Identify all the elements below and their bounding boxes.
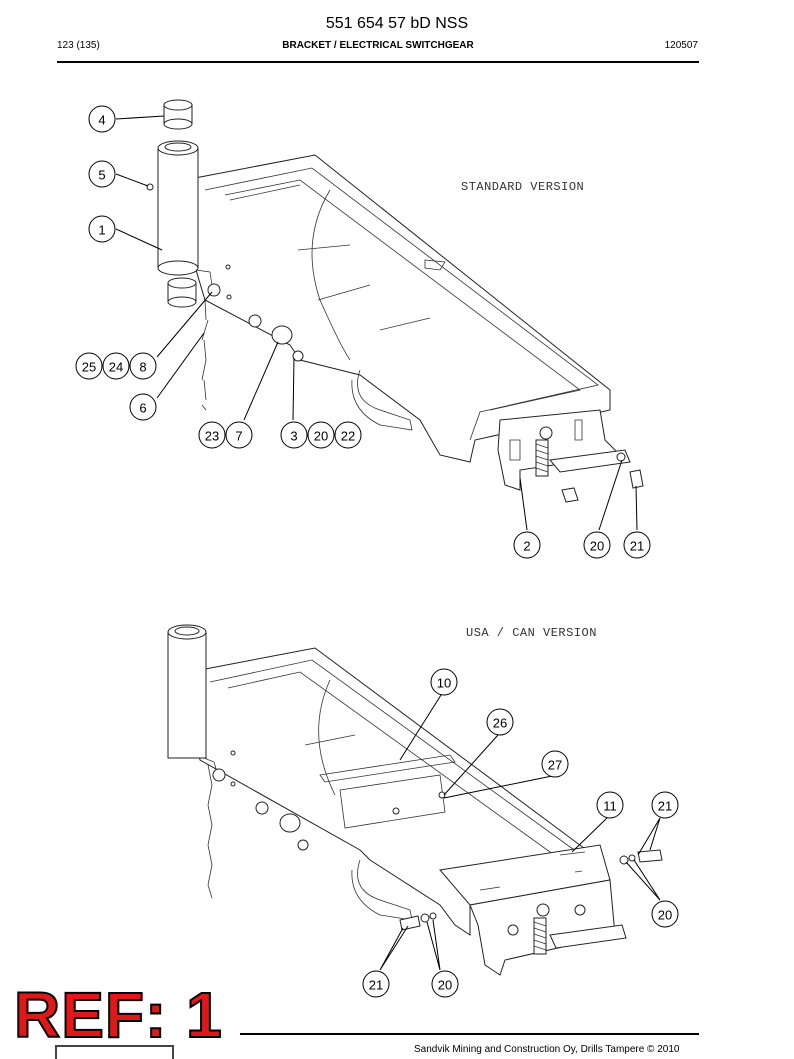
svg-text:6: 6 xyxy=(139,401,146,416)
svg-text:4: 4 xyxy=(98,113,105,128)
svg-text:21: 21 xyxy=(658,799,672,814)
footer-copyright: Sandvik Mining and Construction Oy, Dril… xyxy=(414,1044,680,1055)
callout-21: 21 xyxy=(623,531,651,559)
callout-21: 21 xyxy=(362,970,390,998)
svg-text:8: 8 xyxy=(139,360,146,375)
svg-text:20: 20 xyxy=(438,978,452,993)
svg-text:20: 20 xyxy=(314,429,328,444)
svg-text:3: 3 xyxy=(290,429,297,444)
svg-text:10: 10 xyxy=(437,676,451,691)
leader-lines-top xyxy=(115,115,638,531)
callout-23: 23 xyxy=(198,421,226,449)
standard-version-label: STANDARD VERSION xyxy=(461,180,584,194)
svg-text:5: 5 xyxy=(98,168,105,183)
callout-20: 20 xyxy=(307,421,335,449)
svg-text:21: 21 xyxy=(369,978,383,993)
leader-lines-bottom xyxy=(379,694,661,971)
ref-stamp: REF: 1 xyxy=(13,979,223,1051)
callout-20: 20 xyxy=(431,970,459,998)
callout-22: 22 xyxy=(334,421,362,449)
svg-text:26: 26 xyxy=(493,716,507,731)
callout-7: 7 xyxy=(225,421,253,449)
svg-text:22: 22 xyxy=(341,429,355,444)
callout-2: 2 xyxy=(513,531,541,559)
callout-21: 21 xyxy=(651,791,679,819)
callout-1: 1 xyxy=(88,215,116,243)
callout-25: 25 xyxy=(75,352,103,380)
brand-logo-icon xyxy=(55,1045,174,1059)
footer-rule xyxy=(240,1033,699,1035)
callout-10: 10 xyxy=(430,668,458,696)
callout-20: 20 xyxy=(651,900,679,928)
header-rule xyxy=(57,61,699,63)
callout-5: 5 xyxy=(88,160,116,188)
usa-can-version-label: USA / CAN VERSION xyxy=(466,626,597,640)
callout-6: 6 xyxy=(129,393,157,421)
page-reference: 123 (135) xyxy=(57,40,100,51)
svg-text:23: 23 xyxy=(205,429,219,444)
section-title: BRACKET / ELECTRICAL SWITCHGEAR xyxy=(282,40,474,51)
standard-version-assembly xyxy=(146,99,644,503)
svg-text:27: 27 xyxy=(548,758,562,773)
svg-text:20: 20 xyxy=(658,908,672,923)
callout-3: 3 xyxy=(280,421,308,449)
svg-text:25: 25 xyxy=(82,360,96,375)
callout-11: 11 xyxy=(596,791,624,819)
usa-can-version-assembly xyxy=(167,624,663,976)
callout-26: 26 xyxy=(486,708,514,736)
callout-24: 24 xyxy=(102,352,130,380)
svg-text:11: 11 xyxy=(603,799,617,814)
svg-text:7: 7 xyxy=(235,429,242,444)
svg-text:21: 21 xyxy=(630,539,644,554)
svg-text:24: 24 xyxy=(109,360,123,375)
svg-text:20: 20 xyxy=(590,539,604,554)
callout-27: 27 xyxy=(541,750,569,778)
svg-text:1: 1 xyxy=(98,223,105,238)
document-title: 551 654 57 bD NSS xyxy=(325,15,469,32)
callout-8: 8 xyxy=(129,352,157,380)
callout-4: 4 xyxy=(88,105,116,133)
document-code: 120507 xyxy=(664,40,698,51)
svg-text:2: 2 xyxy=(523,539,530,554)
callout-20: 20 xyxy=(583,531,611,559)
